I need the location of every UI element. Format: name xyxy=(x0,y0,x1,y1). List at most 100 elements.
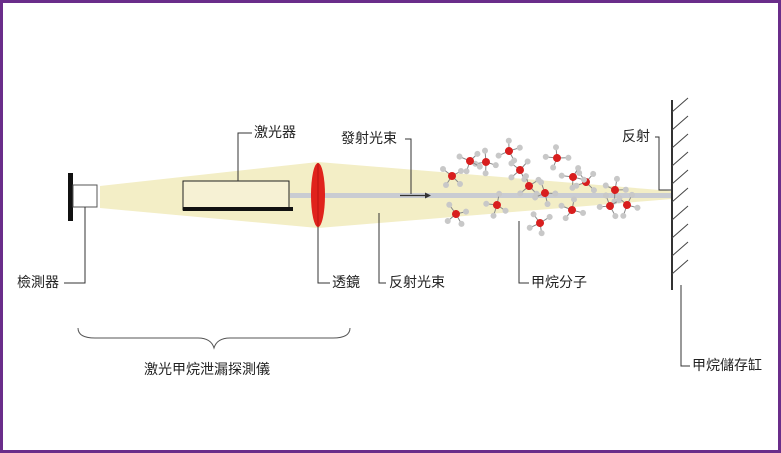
hydrogen-atom xyxy=(622,186,629,193)
leader-lines xyxy=(64,132,690,367)
carbon-atom xyxy=(466,157,474,165)
hydrogen-atom xyxy=(538,179,545,186)
hydrogen-atom xyxy=(524,158,531,165)
carbon-atom xyxy=(541,189,549,197)
detector-body xyxy=(72,184,98,208)
hydrogen-atom xyxy=(456,153,463,160)
hydrogen-atom xyxy=(474,150,481,157)
hydrogen-atom xyxy=(562,215,569,222)
detector-plate xyxy=(68,173,73,221)
hydrogen-atom xyxy=(490,212,497,219)
methane-molecule xyxy=(532,179,559,208)
detector-label: 檢測器 xyxy=(17,275,59,291)
hydrogen-atom xyxy=(440,166,446,172)
hydrogen-atom xyxy=(526,224,533,231)
hydrogen-atom xyxy=(580,176,587,183)
device-label: 激光甲烷泄漏探測儀 xyxy=(144,362,270,378)
methane-molecule xyxy=(602,175,629,205)
hydrogen-atom xyxy=(492,162,499,169)
hydrogen-atom xyxy=(569,184,576,191)
hydrogen-atom xyxy=(620,212,627,219)
carbon-atom xyxy=(569,173,577,182)
laser-body xyxy=(182,180,290,211)
laser-label: 激光器 xyxy=(254,125,296,141)
methane-molecule xyxy=(508,158,531,183)
hydrogen-atom xyxy=(530,211,537,218)
hydrogen-atom xyxy=(576,169,583,176)
hydrogen-atom xyxy=(575,165,582,172)
hydrogen-atom xyxy=(495,152,502,159)
hydrogen-atom xyxy=(463,168,470,175)
hydrogen-atom xyxy=(611,198,618,205)
hydrogen-atom xyxy=(463,208,470,215)
hydrogen-atom xyxy=(444,217,451,224)
methane-molecules xyxy=(440,137,641,237)
methane-molecule xyxy=(558,165,587,191)
hydrogen-atom xyxy=(558,172,565,179)
methane-molecules-label: 甲烷分子 xyxy=(531,275,587,291)
hydrogen-atom xyxy=(505,137,512,144)
hydrogen-atom xyxy=(550,164,557,171)
hydrogen-atom xyxy=(481,147,488,154)
laser-base xyxy=(183,207,293,211)
hydrogen-atom xyxy=(516,144,523,151)
hydrogen-atom xyxy=(544,201,551,208)
hydrogen-atom xyxy=(532,194,539,201)
emitted-beam-label: 發射光束 xyxy=(341,131,397,147)
hydrogen-atom xyxy=(590,187,597,194)
methane-molecule xyxy=(440,166,464,188)
carbon-atom xyxy=(525,182,533,190)
hydrogen-atom xyxy=(476,163,483,170)
hydrogen-atom xyxy=(580,209,587,216)
hydrogen-atom xyxy=(458,220,465,227)
hydrogen-atom xyxy=(457,181,463,187)
hydrogen-atom xyxy=(612,213,619,220)
carbon-atom xyxy=(606,202,614,210)
hydrogen-atom xyxy=(571,196,578,203)
carbon-atom xyxy=(516,166,524,174)
carbon-atom xyxy=(452,210,460,218)
methane-molecule xyxy=(444,201,470,227)
hydrogen-atom xyxy=(546,213,553,220)
methane-molecule xyxy=(558,196,587,222)
hydrogen-atom xyxy=(517,190,524,197)
hydrogen-atom xyxy=(628,191,635,198)
hydrogen-atom xyxy=(538,230,545,237)
hydrogen-atom xyxy=(552,144,559,151)
carbon-atom xyxy=(536,219,544,227)
hydrogen-atom xyxy=(590,170,597,177)
methane-molecule xyxy=(542,144,572,171)
hydrogen-atom xyxy=(602,192,609,199)
hydrogen-atom xyxy=(496,190,503,197)
hydrogen-atom xyxy=(558,202,565,209)
reflected-beam-label: 反射光束 xyxy=(389,275,445,291)
methane-molecule xyxy=(456,150,483,175)
methane-molecule xyxy=(616,191,641,219)
emitted-beam-arrowhead xyxy=(425,192,431,199)
hydrogen-atom xyxy=(483,200,490,207)
hydrogen-atom xyxy=(542,153,549,160)
carbon-atom xyxy=(482,158,490,166)
hydrogen-atom xyxy=(446,201,453,208)
reflection-label: 反射 xyxy=(622,129,650,145)
carbon-atom xyxy=(505,147,513,156)
methane-molecule xyxy=(517,173,542,197)
hydrogen-atom xyxy=(443,182,449,188)
hydrogen-atom xyxy=(522,173,529,180)
hydrogen-atom xyxy=(458,168,464,174)
lens-label: 透鏡 xyxy=(332,275,360,291)
hydrogen-atom xyxy=(602,182,609,189)
carbon-atom xyxy=(623,201,631,209)
hydrogen-atom xyxy=(482,170,489,177)
carbon-atom xyxy=(448,172,456,180)
tank-hatching xyxy=(671,97,689,275)
carbon-atom xyxy=(553,154,561,162)
hydrogen-atom xyxy=(552,190,559,197)
methane-molecule xyxy=(483,190,509,219)
hydrogen-atom xyxy=(511,157,518,164)
hydrogen-atom xyxy=(596,203,603,210)
carbon-atom xyxy=(493,201,501,209)
storage-tank-label: 甲烷儲存缸 xyxy=(692,358,762,374)
